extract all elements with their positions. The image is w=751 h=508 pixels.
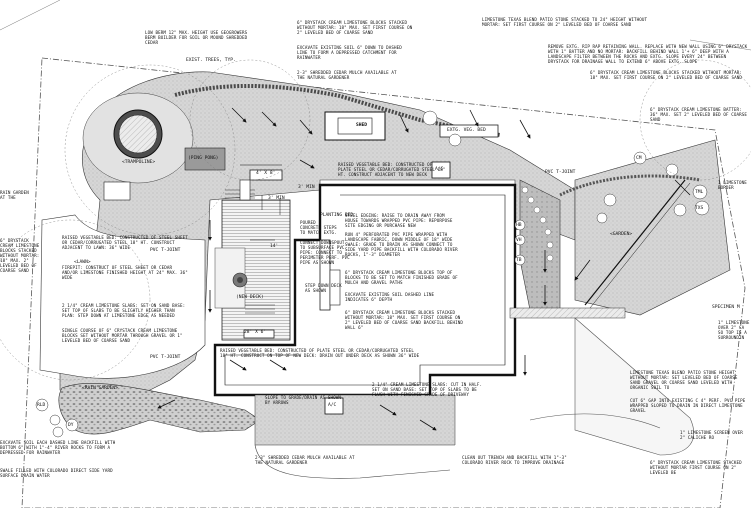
label-dim-14: 14' [270,244,279,249]
note-slope-grade: SLOPE TO GRADE/DRAIN AS SHOWN BY ARROWS [265,395,344,405]
note-retaining-wall: REMOVE EXTG. RIP RAP RETAINING WALL. REP… [548,44,750,64]
label-trampoline: <TRAMPOLINE> [122,160,156,165]
note-drystack-bottom-right: 6" DRYSTACK CREAM LIMESTONE STACKED WITH… [650,460,745,475]
plant-symbols [35,110,710,438]
note-limestone-over: 1" LIMESTONE OVER 2" CA SO TOP IS A SURR… [718,320,750,340]
label-min2: 3' MIN [298,185,315,190]
label-deck-dim: 28' X 6' [244,330,267,335]
note-drystack-batter: 6" DRYSTACK CREAM LIMESTONE BATTER: 36" … [650,107,750,122]
note-drystack-top: 6" DRYSTACK CREAM LIMESTONE BLOCKS STACK… [297,20,415,35]
note-excavate-top: EXCAVATE EXISTING SOIL 6" DOWN TO DASHED… [297,45,405,60]
plant-tml: TML [695,190,704,195]
label-lawn: <LAWN> [74,260,91,265]
label-pvc-2: PVC T-JOINT [150,355,181,360]
label-new-deck: (NEW DECK) [236,295,264,300]
label-extg-veg-bed: EXTG. VEG. BED [447,128,486,133]
note-mulch-bottom: 2-3" SHREDDED CEDAR MULCH AVAILABLE AT T… [255,455,358,465]
note-drystack-left: 6" DRYSTACK CREAM LIMESTONE BLOCKS STACK… [0,238,42,273]
note-drystack-right: 6" DRYSTACK CREAM LIMESTONE BLOCKS STACK… [590,70,745,80]
label-ac-2: A/C [328,403,337,408]
label-pvc-1: PVC T-JOINT [150,248,181,253]
note-raised-bed-lawn: RAISED VEGETABLE BED: CONSTRUCTED OF STE… [62,235,191,250]
label-planting-bed: PLANTING BED [320,213,354,218]
note-swale-filled: SWALE FILLED WITH COLORADO DIRECT SIDE Y… [0,468,116,478]
lawn-area [39,214,206,379]
note-downspout: CONNECT DOWNSPOUT TO SUBSURFACE PVC PIPE… [300,240,350,265]
plant-vh: VH [516,238,522,243]
note-excavate-rain: EXCAVATE SOIL EACH DASHED LINE BACKFILL … [0,440,118,455]
note-cut-gap: CUT 6" GAP INTO EXISTING C 4" PERF. PVC … [630,398,748,413]
raised-bed-4 [329,269,341,306]
note-poured-steps: POURED CONCRETE STEPS TO MATCH EXTG. [300,220,337,235]
front-bed [574,317,695,456]
plant-tb: TB [516,258,522,263]
note-excavate-soil: EXCAVATE EXISTING SOIL DASHED LINE INDIC… [345,292,437,302]
raised-bed-1 [249,169,283,181]
ac-unit-2 [324,397,344,415]
label-min1: 3' MIN [268,196,285,201]
plant-cm: CM [636,156,642,161]
note-low-berm: LOW BERM 12" MAX. HEIGHT USE GEOGROWERS … [145,30,250,45]
note-single-course: SINGLE COURSE OF 6" CRYSTACK CREAM LIMES… [62,328,186,343]
note-firepit: FIREPIT: CONSTRUCT OF STEEL SHEET OR CED… [62,265,191,280]
note-steel-edging: STEEL EDGING: RAISE TO DRAIN AWAY FROM H… [345,213,456,228]
note-clean-trench: CLEAN OUT TRENCH AND BACKFILL WITH 1"-3"… [462,455,570,465]
label-pvc-3: PVC T-JOINT [545,170,576,175]
raised-bed-2 [239,179,251,201]
note-step-down-deck: STEP DOWN DECK AS SHOWN [305,283,345,293]
note-limestone-slabs: 2 1/4" CREAM LIMESTONE SLABS: SET ON SAN… [62,303,188,318]
note-raised-bed-new-deck: RAISED VEGETABLE BED: CONSTRUCTED OF PLA… [220,348,420,358]
label-ac-1: A/C [435,167,444,172]
label-rain-garden: <RAIN GARDEN> [82,386,118,391]
plant-rld: RLD [37,403,46,408]
plant-hb: HB [516,223,522,228]
property-line [21,57,746,508]
side-yard-swale [519,179,561,311]
label-garden: <GARDEN> [610,232,633,237]
note-blocks-grade: 6" DRYSTACK CREAM LIMESTONE BLOCKS TOP O… [345,270,461,285]
note-mulch-top: 2-3" SHREDDED CEDAR MULCH AVAILABLE AT T… [297,70,400,80]
label-shed: SHED [356,123,368,128]
veg-bed-deck [243,329,275,339]
rain-garden [58,382,261,435]
note-limestone-screen: 1" LIMESTONE SCREEN OVER 2" CALICHE RO [680,430,746,440]
note-slabs-driveway: 2 1/4" CREAM LIMESTONE SLABS: CUT IN HAL… [372,382,485,397]
note-patio-stone: LIMESTONE TEXAS BLEND PATIO STONE STACKE… [482,17,650,27]
shed [324,111,386,141]
note-perforated-pipe: RUN 4" PERFORATED PVC PIPE WRAPPED WITH … [345,232,461,257]
note-raised-bed-deck: RAISED VEGETABLE BED: CONSTRUCTED OF PLA… [338,162,449,177]
label-exist-trees: EXIST. TREES, TYP. [186,58,236,63]
plant-dy: DY [68,423,74,428]
driveway-curb [509,307,626,319]
note-rain-garden-left: RAIN GARDEN AT THE [0,190,32,200]
label-dim-4x8: 4' X 8' [256,171,276,176]
note-drystack-backfill: 6" DRYSTACK CREAM LIMESTONE BLOCKS STACK… [345,310,466,330]
label-specimen: SPECIMEN M [712,305,740,310]
note-patio-stone-right: LIMESTONE TEXAS BLEND PATIO STONE HEIGHT… [630,370,741,390]
label-ping-pong: (PING PONG) [188,156,219,161]
plant-txs: TXS [695,206,704,211]
north-arrow [674,179,691,196]
ping-pong-table [184,147,226,171]
note-limestone-border: 1 LIMESTONE BORDER [718,180,750,190]
ac-unit-1 [431,161,451,179]
small-pad [103,181,131,201]
